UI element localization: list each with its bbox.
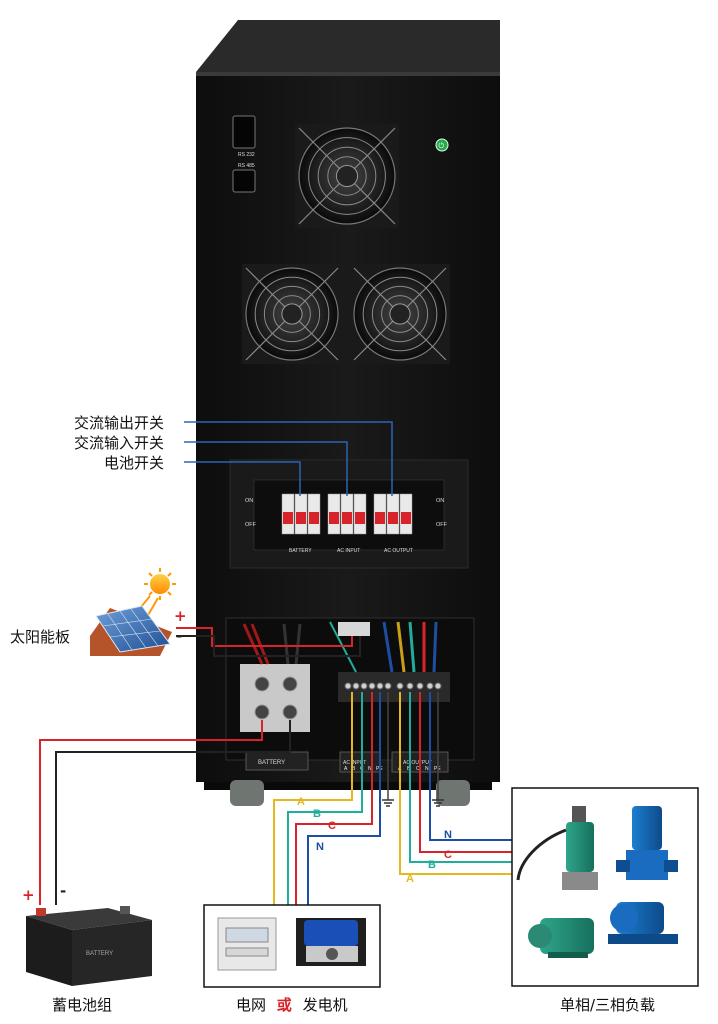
terminal-letter: C — [416, 766, 420, 772]
terminal-screw — [344, 682, 352, 690]
svg-text:BATTERY: BATTERY — [258, 760, 285, 766]
svg-text:AC OUTPUT: AC OUTPUT — [403, 760, 432, 766]
svg-text:OFF: OFF — [245, 522, 257, 528]
or-label: 或 — [276, 996, 292, 1014]
wire-phase-label: A — [406, 873, 414, 885]
wire-phase-label: B — [428, 859, 436, 871]
power-button[interactable]: ⏻ — [435, 138, 449, 152]
terminal-screw — [360, 682, 368, 690]
circuit-breaker[interactable] — [327, 493, 367, 535]
load-box — [511, 787, 699, 987]
svg-text:OFF: OFF — [436, 522, 448, 528]
grid-generator-label: 电网 或 发电机 — [236, 994, 348, 1015]
circuit-breaker[interactable] — [281, 493, 321, 535]
terminal-letter: A — [344, 766, 348, 772]
submersible-pump-icon — [516, 806, 598, 890]
terminal-screw — [406, 682, 414, 690]
wire-phase-label: B — [313, 808, 321, 820]
terminal-compartment: BATTERY AC INPUT AC OUTPUT — [225, 617, 475, 773]
solar-plus-sign: + — [174, 607, 187, 625]
cooling-fan-icon — [350, 264, 450, 364]
internal-wiring — [242, 621, 438, 673]
wire-phase-label: C — [328, 820, 336, 832]
battery-terminals — [254, 676, 298, 720]
svg-text:ON: ON — [245, 498, 253, 504]
svg-text:AC INPUT: AC INPUT — [343, 760, 366, 766]
terminal-letter: N — [425, 766, 429, 772]
load-label: 单相/三相负载 — [560, 996, 656, 1014]
grid-label: 电网 — [236, 996, 267, 1014]
grid-generator-box — [203, 904, 381, 988]
svg-text:AC INPUT: AC INPUT — [337, 548, 360, 554]
electric-motor-icon — [528, 918, 594, 958]
vertical-pump-icon — [616, 806, 678, 880]
ground-symbols — [382, 799, 444, 807]
battery-bank-label: 蓄电池组 — [52, 996, 113, 1014]
svg-text:BATTERY: BATTERY — [86, 951, 113, 957]
horizontal-pump-icon — [608, 902, 678, 944]
solar-panel-illustration — [90, 568, 176, 656]
svg-text:BATTERY: BATTERY — [289, 548, 312, 554]
cooling-fan-icon — [295, 124, 399, 228]
callout-battery-switch: 电池开关 — [104, 454, 165, 472]
power-icon: ⏻ — [439, 142, 445, 150]
terminal-letter: B — [352, 766, 356, 772]
rs485-port[interactable]: RS 485 — [232, 163, 256, 193]
terminal-screw — [396, 682, 404, 690]
wire-phase-label: A — [297, 796, 305, 808]
callout-ac-output-switch: 交流输出开关 — [74, 414, 165, 432]
solar-panel-label: 太阳能板 — [10, 628, 71, 646]
terminal-screw — [384, 682, 392, 690]
terminal-screw — [376, 682, 384, 690]
solar-input-terminal — [338, 622, 370, 636]
wire-phase-label: N — [444, 829, 452, 841]
svg-text:RS 485: RS 485 — [238, 163, 255, 169]
terminal-screw — [352, 682, 360, 690]
wire-phase-label: C — [444, 849, 452, 861]
solar-minus-sign: - — [176, 627, 183, 645]
terminal-screw — [426, 682, 434, 690]
battery-illustration: BATTERY — [26, 906, 152, 986]
battery-plus-sign: + — [22, 886, 35, 904]
circuit-breaker[interactable] — [373, 493, 413, 535]
cooling-fan-icon — [242, 264, 342, 364]
wire-phase-label: N — [316, 841, 324, 853]
callout-ac-input-switch: 交流输入开关 — [74, 434, 165, 452]
generator-label: 发电机 — [302, 996, 348, 1014]
svg-text:RS 232: RS 232 — [238, 152, 255, 158]
terminal-screw — [434, 682, 442, 690]
generator-icon — [296, 918, 366, 966]
battery-minus-sign: - — [60, 882, 67, 900]
terminal-letter: N — [368, 766, 372, 772]
terminal-screw — [416, 682, 424, 690]
svg-text:AC OUTPUT: AC OUTPUT — [384, 548, 413, 554]
callout-lines — [184, 421, 393, 496]
external-wiring — [39, 627, 512, 905]
svg-text:ON: ON — [436, 498, 444, 504]
terminal-screw — [368, 682, 376, 690]
rs232-port[interactable]: RS 232 — [232, 115, 256, 158]
